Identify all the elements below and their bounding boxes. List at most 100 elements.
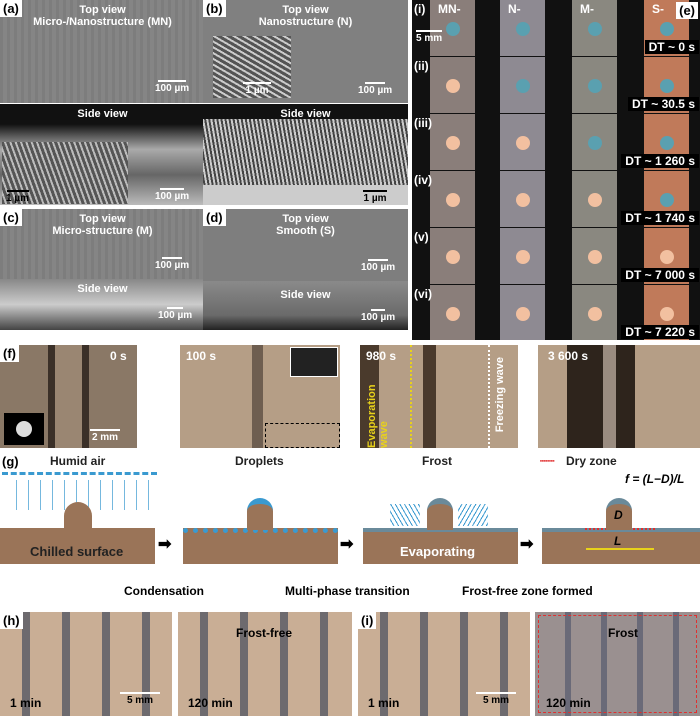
droplet [588, 22, 602, 36]
droplet [660, 79, 674, 93]
arrow-right-icon: ➡ [158, 536, 172, 553]
droplet [446, 307, 460, 321]
subtitle: Smooth (S) [276, 225, 335, 237]
sample-strip [500, 114, 545, 170]
subtitle: Micro-structure (M) [52, 225, 153, 237]
panel-label: (d) [203, 209, 226, 226]
title: Top view [282, 213, 329, 225]
photo-1min [358, 612, 530, 716]
frost-free-fraction-formula: f = (L−D)/L [625, 472, 685, 486]
inset-nanorods [213, 36, 291, 98]
dry-zone-legend-line: ┈┈ [540, 454, 555, 468]
panel-label: (g) [2, 454, 19, 469]
contact-angle-inset [4, 413, 44, 445]
panel-label: (a) [0, 0, 22, 17]
scale-bar: 100 µm [155, 257, 189, 271]
scale-bar: 100 µm [155, 80, 189, 94]
scale-bar: 100 µm [358, 82, 392, 96]
panel-label: (b) [203, 0, 226, 17]
sample-strip [500, 228, 545, 284]
photo-120min [535, 612, 700, 716]
row-label: (i) [414, 2, 426, 16]
micro-pillar [64, 502, 92, 530]
micro-pillar [247, 498, 273, 530]
evaporation-wave-line [410, 345, 412, 448]
subtitle: Nanostructure (N) [258, 16, 353, 28]
panel-b: (b) Top view Nanostructure (N) 1 µm 100 … [203, 0, 408, 205]
droplets-label: Droplets [235, 454, 284, 468]
frost-free-surface [542, 528, 700, 564]
scale-bar: 100 µm [361, 309, 395, 323]
droplet [516, 250, 530, 264]
title: Side view [77, 108, 128, 120]
droplet [446, 250, 460, 264]
row-label: (iii) [414, 116, 432, 130]
evaporation-arrows [458, 504, 488, 526]
step-frost-free-zone: Frost-free zone formed [462, 584, 593, 598]
photo-120min [178, 612, 352, 716]
scale-bar: 100 µm [361, 259, 395, 273]
humid-air-label: Humid air [50, 454, 106, 468]
time-label: 980 s [366, 349, 397, 363]
micro-pillar [606, 498, 632, 530]
sample-strip [500, 171, 545, 227]
title: Top view [79, 4, 126, 16]
time-label: 120 min [188, 696, 233, 710]
humid-air-line [2, 472, 157, 475]
surface-droplets [183, 528, 338, 564]
column-header: N- [508, 2, 521, 16]
panel-label: (h) [0, 612, 23, 629]
zoom-inset [290, 347, 338, 377]
substrate [203, 185, 408, 205]
droplet [516, 193, 530, 207]
scale-bar: 100 µm [158, 307, 192, 321]
droplet [588, 79, 602, 93]
droplet [516, 79, 530, 93]
title: Side view [280, 108, 331, 120]
sample-strip [572, 228, 617, 284]
scale-bar: 5 mm [476, 692, 516, 706]
sem-top-view [0, 0, 205, 103]
photo-3600s [538, 345, 700, 448]
dt-label: DT ~ 7 000 s [621, 268, 699, 282]
scale-bar: 1 µm [243, 82, 271, 96]
sample-strip [430, 114, 475, 170]
frost-label: Frost [422, 454, 452, 468]
panel-e: (vi)DT ~ 7 220 s (v) DT ~ 7 000 s (iv) DT ~ … [412, 0, 700, 340]
sample-strip [500, 285, 545, 340]
step-condensation: Condensation [124, 584, 204, 598]
scale-bar: 1 µm [363, 190, 387, 204]
panel-label: (f) [0, 345, 19, 362]
dt-label: DT ~ 1 740 s [621, 211, 699, 225]
time-row: (vi)DT ~ 7 220 s [412, 285, 699, 340]
row-label: (vi) [414, 287, 432, 301]
droplet [660, 136, 674, 150]
freezing-wave-label: Freezing wave [494, 357, 506, 433]
evaporating-label: Evaporating [400, 544, 476, 559]
panel-label: (e) [676, 2, 698, 19]
L-dimension-line [586, 548, 654, 550]
zoom-region-box [265, 423, 340, 448]
dt-label: DT ~ 30.5 s [627, 97, 699, 111]
droplet [446, 136, 460, 150]
scale-bar: 1 µm [6, 190, 29, 204]
panel-d: (d) Top view Smooth (S) 100 µm Side view… [203, 209, 408, 330]
sample-strip [572, 0, 617, 56]
sem-side-view [0, 279, 205, 330]
droplet [516, 307, 530, 321]
row-label: (iv) [414, 173, 432, 187]
sample-strip [430, 228, 475, 284]
freezing-wave-line [488, 345, 490, 448]
droplet [660, 250, 674, 264]
droplet [588, 250, 602, 264]
evaporation-wave-label: Evaporation wave [366, 384, 390, 448]
row-label: (v) [414, 230, 429, 244]
sample-strip [500, 57, 545, 113]
sem-top-view [0, 209, 205, 279]
time-label: 3 600 s [548, 349, 589, 363]
column-header: MN- [438, 2, 461, 16]
micro-pillar [427, 498, 453, 530]
sample-strip [572, 57, 617, 113]
droplet [588, 193, 602, 207]
